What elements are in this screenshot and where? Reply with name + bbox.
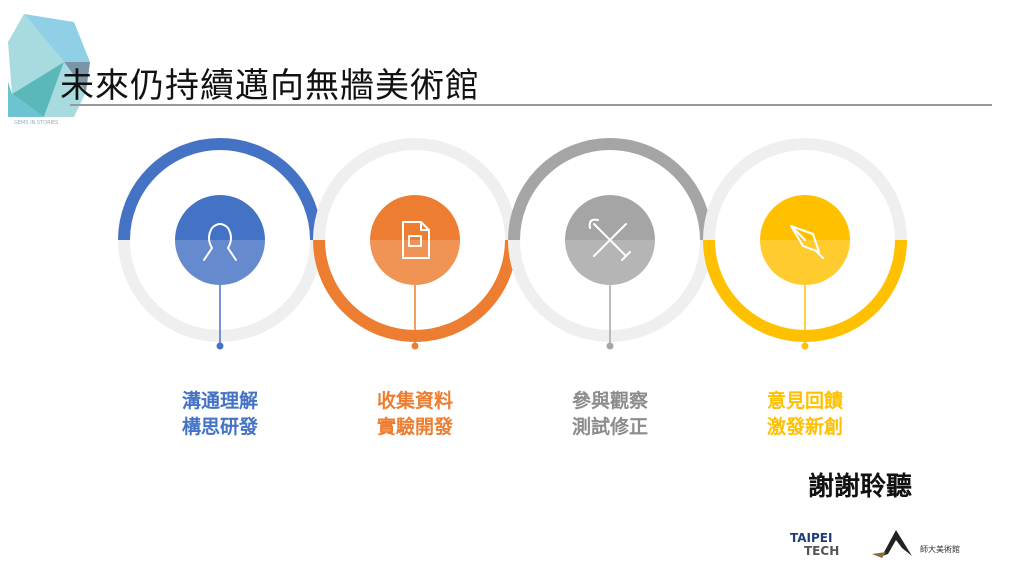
ring-arc-3 [508, 138, 712, 241]
step-circle-shade-1 [175, 240, 265, 285]
page-title: 未來仍持續邁向無牆美術館 [60, 66, 480, 106]
title-divider [70, 104, 992, 106]
step-circle-shade-4 [760, 240, 850, 285]
step-dot-4 [801, 342, 809, 350]
step-circle-2 [370, 195, 460, 285]
step-dot-3 [606, 342, 614, 350]
step-2-label: 收集資料實驗開發 [376, 390, 453, 438]
step-circle-shade-2 [370, 240, 460, 285]
person-icon [203, 223, 237, 261]
step-dot-2 [411, 342, 419, 350]
ntue-museum-logo-mark [872, 530, 912, 558]
step-dot-1 [216, 342, 224, 350]
step-3-label: 參與觀察測試修正 [571, 390, 648, 438]
pen-nib-icon [790, 225, 824, 259]
gems-in-stories-logo [8, 14, 90, 117]
logo-caption: GEMS IN STORIES [14, 120, 59, 126]
ntue-museum-logo-text: 師大美術館 [920, 545, 960, 554]
step-1-label: 溝通理解構思研發 [181, 390, 258, 438]
tools-icon [588, 218, 631, 261]
ring-arc-1 [118, 138, 322, 241]
step-circle-shade-3 [565, 240, 655, 285]
step-circle-1 [175, 195, 265, 285]
step-4-label: 意見回饋激發新創 [766, 390, 843, 438]
document-icon [402, 221, 430, 259]
thanks-text: 謝謝聆聽 [808, 472, 913, 502]
